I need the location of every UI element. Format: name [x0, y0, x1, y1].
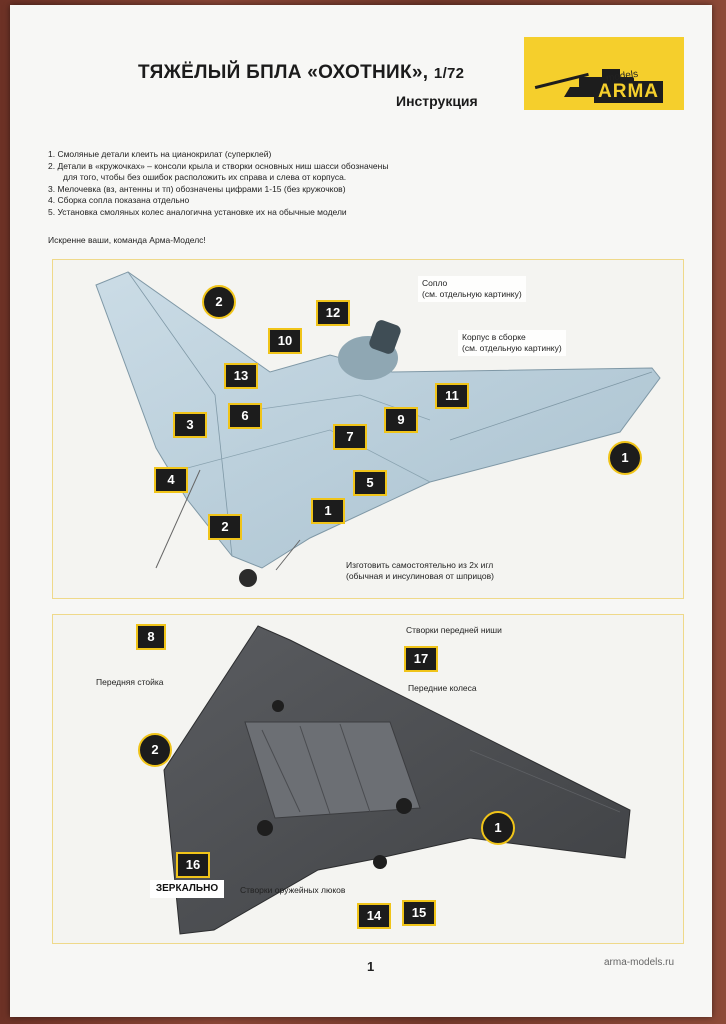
part-badge-2: 2: [208, 514, 242, 540]
part-badge-8: 8: [136, 624, 166, 650]
label-hull-line2: (см. отдельную картинку): [462, 343, 562, 353]
label-nozzle-line1: Сопло: [422, 278, 448, 288]
part-badge-11: 11: [435, 383, 469, 409]
note-line: 4. Сборка сопла показана отдельно: [48, 195, 190, 205]
mirror-label: ЗЕРКАЛЬНО: [150, 880, 224, 898]
brand-logo: models ARMA: [524, 37, 684, 110]
part-circle-1-right: 1: [608, 441, 642, 475]
part-badge-5: 5: [353, 470, 387, 496]
note-line: 3. Мелочевка (вз, антенны и тп) обозначе…: [48, 183, 346, 194]
label-hull-line1: Корпус в сборке: [462, 332, 526, 342]
note-line: 5. Установка смоляных колес аналогична у…: [48, 206, 347, 217]
part-badge-4: 4: [154, 467, 188, 493]
part-badge-14: 14: [357, 903, 391, 929]
instruction-notes: 1. Смоляные детали клеить на цианокрилат…: [48, 149, 388, 218]
note-line: 1. Смоляные детали клеить на цианокрилат…: [48, 149, 272, 159]
part-badge-16: 16: [176, 852, 210, 878]
note-line: для того, чтобы без ошибок расположить и…: [63, 172, 347, 182]
logo-brand-text: ARMA: [594, 81, 663, 103]
part-circle-2-top: 2: [202, 285, 236, 319]
part-circle-1-bottom: 1: [481, 811, 515, 845]
part-badge-15: 15: [402, 900, 436, 926]
part-badge-1: 1: [311, 498, 345, 524]
part-badge-6: 6: [228, 403, 262, 429]
page-number: 1: [367, 959, 375, 974]
label-nozzle-line2: (см. отдельную картинку): [422, 289, 522, 299]
label-hull: Корпус в сборке (см. отдельную картинку): [458, 330, 566, 356]
part-badge-9: 9: [384, 407, 418, 433]
label-front-strut: Передняя стойка: [96, 677, 164, 687]
page-subtitle: Инструкция: [396, 93, 478, 109]
label-needles-line1: Изготовить самостоятельно из 2х игл: [346, 560, 494, 570]
page-title: ТЯЖЁЛЫЙ БПЛА «ОХОТНИК», 1/72: [138, 62, 464, 84]
label-front-doors: Створки передней ниши: [406, 625, 502, 635]
part-badge-10: 10: [268, 328, 302, 354]
label-needles: Изготовить самостоятельно из 2х игл (обы…: [346, 560, 494, 582]
regards-text: Искренне ваши, команда Арма-Моделс!: [48, 235, 206, 245]
part-badge-13: 13: [224, 363, 258, 389]
part-badge-7: 7: [333, 424, 367, 450]
label-nozzle: Сопло (см. отдельную картинку): [418, 276, 526, 302]
note-line: 2. Детали в «кружочках» – консоли крыла …: [48, 160, 389, 171]
label-front-wheels: Передние колеса: [408, 683, 477, 693]
part-badge-12: 12: [316, 300, 350, 326]
label-weapon-doors: Створки оружейных люков: [240, 885, 346, 895]
part-badge-17: 17: [404, 646, 438, 672]
part-badge-3: 3: [173, 412, 207, 438]
label-needles-line2: (обычная и инсулиновая от шприцов): [346, 571, 494, 581]
title-text: ТЯЖЁЛЫЙ БПЛА «ОХОТНИК»,: [138, 62, 429, 83]
part-circle-2-bottom: 2: [138, 733, 172, 767]
website-link[interactable]: arma-models.ru: [604, 957, 675, 968]
title-scale: 1/72: [433, 65, 465, 82]
